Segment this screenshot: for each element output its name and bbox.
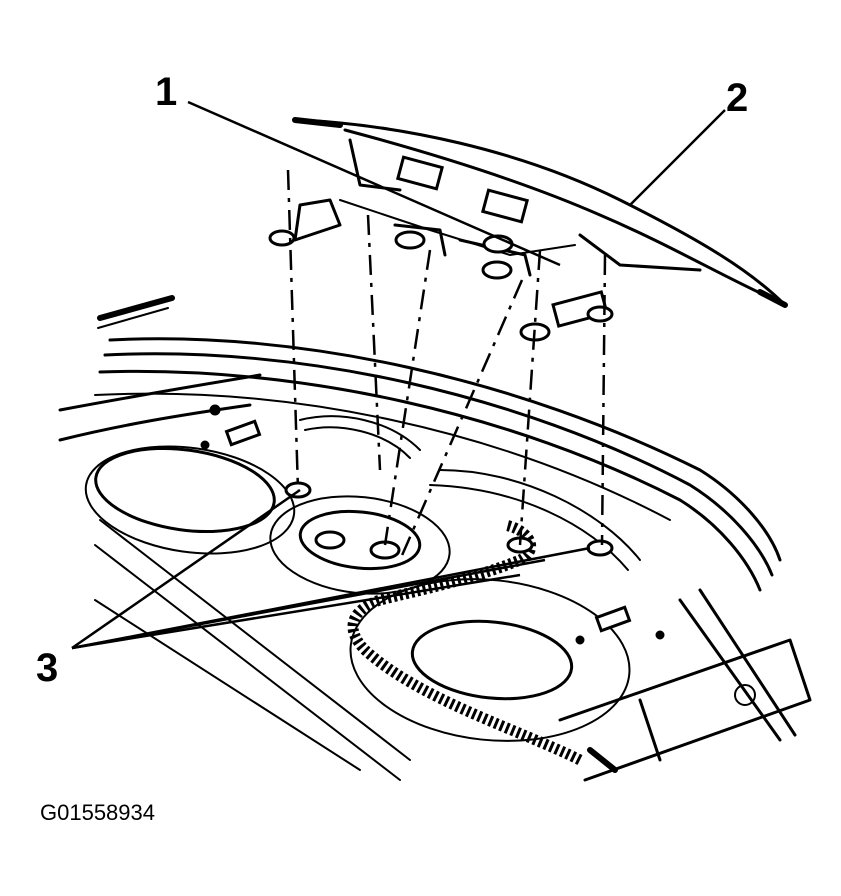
spoiler-fasteners (268, 229, 614, 342)
callout-1: 1 (155, 70, 178, 114)
right-speaker-opening (349, 578, 631, 742)
panel-details (200, 404, 665, 645)
rear-shelf-panel (58, 295, 812, 782)
callout-2: 2 (726, 76, 749, 120)
callout-3: 3 (36, 646, 59, 690)
figure-id: G01558934 (40, 800, 155, 825)
spoiler-assembly (292, 117, 788, 328)
wiring-harness (347, 519, 583, 765)
shelf-mounting-holes (284, 481, 614, 560)
alignment-lines (286, 169, 607, 561)
left-speaker-opening (84, 445, 296, 555)
leader-lines (71, 100, 726, 650)
